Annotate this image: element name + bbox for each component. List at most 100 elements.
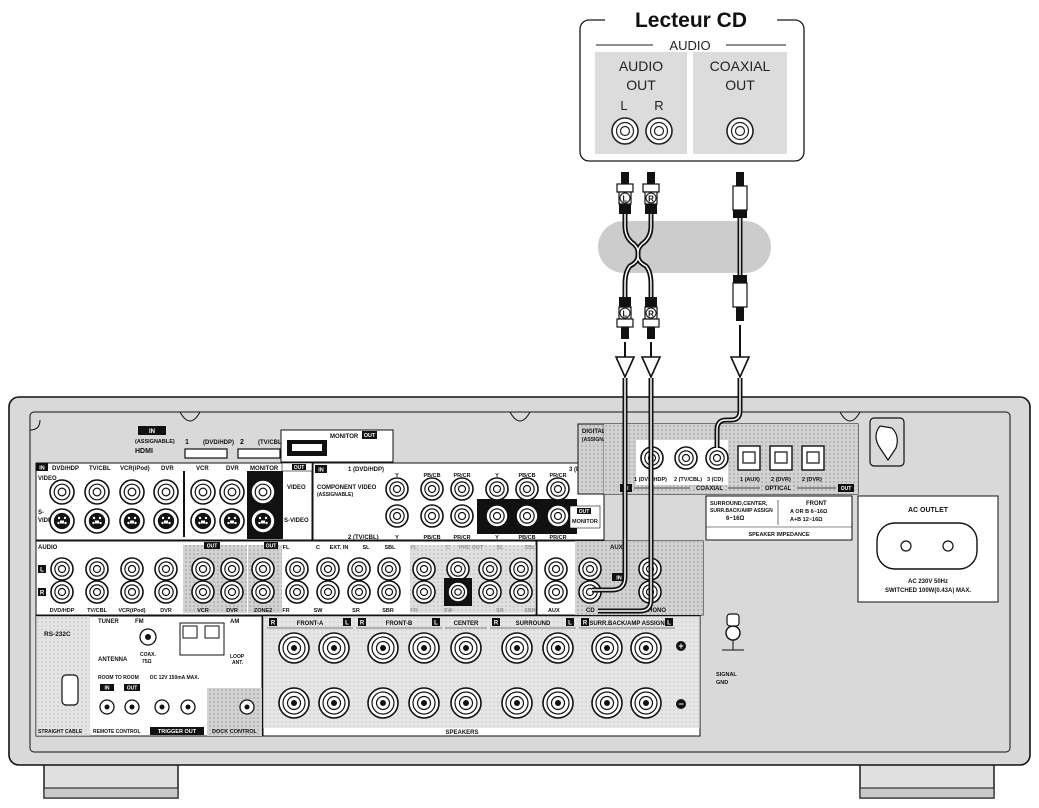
video-header-4: DVR: [161, 466, 174, 472]
cd-player-title: Lecteur CD: [635, 9, 747, 32]
rca-jack: [412, 557, 436, 581]
speaker-terminal: [450, 687, 482, 719]
hdmi-port-2: [237, 448, 281, 459]
rca-jack: [450, 504, 474, 528]
rca-jack: [509, 580, 533, 604]
rca-jack: [191, 580, 215, 604]
speaker-terminal: [367, 687, 399, 719]
rca-jack: [478, 557, 502, 581]
preout-top-label: EXT. IN: [330, 545, 349, 551]
rca-plug-left-top: L: [616, 172, 634, 214]
component-label-bottom: PB/CB: [518, 535, 535, 541]
video-header-3: VCR(iPod): [120, 466, 150, 472]
impedance-a-or-b: A OR B 6~16Ω: [790, 509, 828, 515]
rca-jack: [154, 557, 178, 581]
component-in-badge: IN: [318, 468, 324, 474]
cd-player: Lecteur CD AUDIO AUDIO OUT L R COAXIAL O…: [579, 6, 805, 162]
speaker-terminal: [367, 632, 399, 664]
preout-bottom-label: FR: [282, 608, 289, 614]
video-row-label: VIDEO: [38, 476, 57, 482]
trigger-out-jack-2: [180, 699, 196, 715]
straight-cable-label: STRAIGHT CABLE: [38, 729, 83, 735]
ac-outlet-title: AC OUTLET: [908, 507, 949, 514]
room-in-badge: IN: [105, 686, 110, 692]
cd-jack-left: [611, 117, 639, 145]
cd-jack-l: [578, 557, 602, 581]
rca-plug-right-bottom: R: [642, 297, 660, 339]
cd-coaxial-label: COAXIAL: [710, 58, 771, 74]
audio-bottom-label: DVD/HDP: [50, 608, 75, 614]
hdmi-out-badge: OUT: [364, 433, 376, 439]
component-jacks: [385, 477, 570, 528]
audio-bottom-label: VCR: [197, 608, 209, 614]
speaker-terminal: [591, 632, 623, 664]
impedance-front: FRONT: [806, 501, 827, 507]
digital-out-badge: OUT: [841, 486, 852, 492]
rca-jack: [251, 557, 275, 581]
speaker-terminal: [278, 687, 310, 719]
component-label-bottom: PR/CR: [453, 535, 470, 541]
digital-coax-jacks: [640, 446, 729, 470]
hdmi-port-1: [184, 448, 228, 459]
speaker-group-label: SURR.BACK/AMP ASSIGN: [589, 621, 664, 627]
component-label-top: Y: [495, 473, 499, 479]
digital-optical-label: OPTICAL: [765, 486, 792, 492]
rca-jack: [485, 477, 509, 501]
cd-label: CD: [586, 608, 595, 614]
video-in-badge: IN: [39, 466, 45, 472]
rca-jack: [347, 557, 371, 581]
cd-jack-right: [645, 117, 673, 145]
audio-row-l: L: [40, 568, 44, 574]
rca-jack: [50, 557, 74, 581]
digital-coax-jack-3: [705, 446, 729, 470]
rca-jack: [220, 580, 244, 604]
svideo-jack: [84, 508, 110, 534]
speaker-channel-badge: L: [568, 621, 572, 627]
rca-jack: [385, 477, 409, 501]
video-out-badge: OUT: [294, 465, 305, 471]
digital-assignable: (ASSIGNABLE): [582, 437, 618, 443]
cable-bundle: L R L R: [598, 172, 771, 379]
plus-icon: +: [678, 641, 683, 651]
speaker-channel-badge: L: [667, 621, 671, 627]
rca-jack: [316, 580, 340, 604]
aux-jack-l: [544, 557, 568, 581]
fm-antenna-jack: [139, 628, 157, 646]
rca-jack: [316, 557, 340, 581]
room-to-room-label: ROOM TO ROOM: [98, 675, 139, 681]
connection-wires: [592, 378, 743, 614]
ohm-label: 75Ω: [142, 659, 152, 665]
impedance-left-2: SURR.BACK/AMP ASSIGN: [710, 508, 773, 514]
rca-plug-left-bottom-label: L: [623, 310, 628, 319]
speaker-terminal: [630, 687, 662, 719]
digital-coax-2: 2 (TV/CBL): [674, 477, 702, 483]
rs232c-label: RS-232C: [44, 631, 71, 638]
speaker-channel-badge: R: [494, 621, 499, 627]
speaker-terminal: [278, 632, 310, 664]
rca-jack: [377, 557, 401, 581]
rca-jack: [347, 580, 371, 604]
speaker-group-label: CENTER: [454, 621, 479, 627]
aux-jack-r: [544, 580, 568, 604]
preout-top-label: FL: [283, 545, 290, 551]
speaker-channel-badge: R: [271, 621, 276, 627]
coaxial-cable: [732, 172, 748, 321]
audio-out-badge: OUT: [207, 544, 218, 550]
dc12v-label: DC 12V 150mA MAX.: [150, 675, 200, 681]
tuner-label: TUNER: [98, 619, 119, 625]
speaker-terminal: [501, 687, 533, 719]
svideo-jacks: [49, 508, 276, 534]
svideo-jack: [190, 508, 216, 534]
am-label: AM: [230, 619, 239, 625]
video-monitor-video: VIDEO: [287, 485, 306, 491]
component-label-top: PB/CB: [518, 473, 535, 479]
component-label-bottom: Y: [495, 535, 499, 541]
signal-gnd: SIGNAL GND: [716, 613, 744, 686]
rca-jack: [285, 557, 309, 581]
hdmi-tvcbl: (TV/CBL): [258, 440, 284, 446]
audio-bottom-label: DVR: [160, 608, 172, 614]
hdmi-monitor: MONITOR: [330, 434, 359, 440]
component-input2: 2 (TV/CBL): [348, 535, 379, 541]
